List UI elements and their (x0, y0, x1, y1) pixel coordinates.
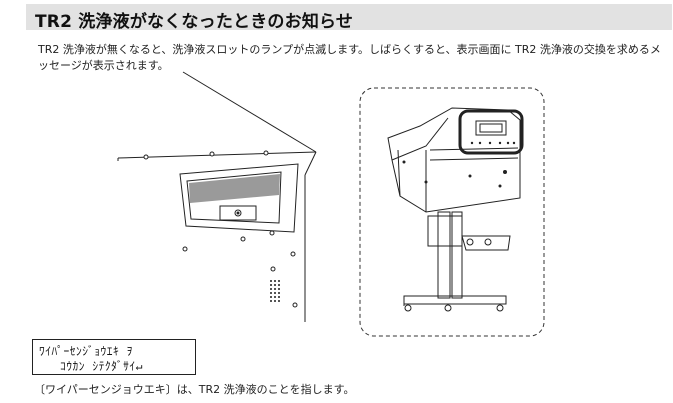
control-panel-buttons (470, 141, 516, 145)
closeup-printer-body (117, 71, 317, 322)
body-screws (143, 150, 298, 308)
slot-shade (189, 174, 280, 203)
overview-screws (402, 160, 507, 188)
lcd-message-display: ﾜｲﾊﾟｰｾﾝｼﾞｮｳｴｷ ｦ ｺｳｶﾝ ｼﾃｸﾀﾞｻｲ↵ (32, 339, 196, 375)
section-header: TR2 洗浄液がなくなったときのお知らせ (26, 4, 672, 32)
panel-highlight (458, 109, 524, 155)
overview-frame (359, 87, 545, 337)
lcd-line-1: ﾜｲﾊﾟｰｾﾝｼﾞｮｳｴｷ ｦ (39, 344, 133, 358)
overview-printer (387, 107, 521, 312)
lcd-note: 〔ワイパーセンジョウエキ〕は、TR2 洗浄液のことを指します。 (34, 383, 355, 396)
slot-lamp (219, 205, 257, 221)
vent-holes (270, 280, 280, 302)
control-panel-display (475, 120, 507, 136)
description-paragraph: TR2 洗浄液が無くなると、洗浄液スロットのランプが点滅します。しばらくすると、… (38, 43, 661, 72)
lcd-line-2: ｺｳｶﾝ ｼﾃｸﾀﾞｻｲ↵ (60, 359, 144, 373)
section-title: TR2 洗浄液がなくなったときのお知らせ (35, 12, 354, 32)
